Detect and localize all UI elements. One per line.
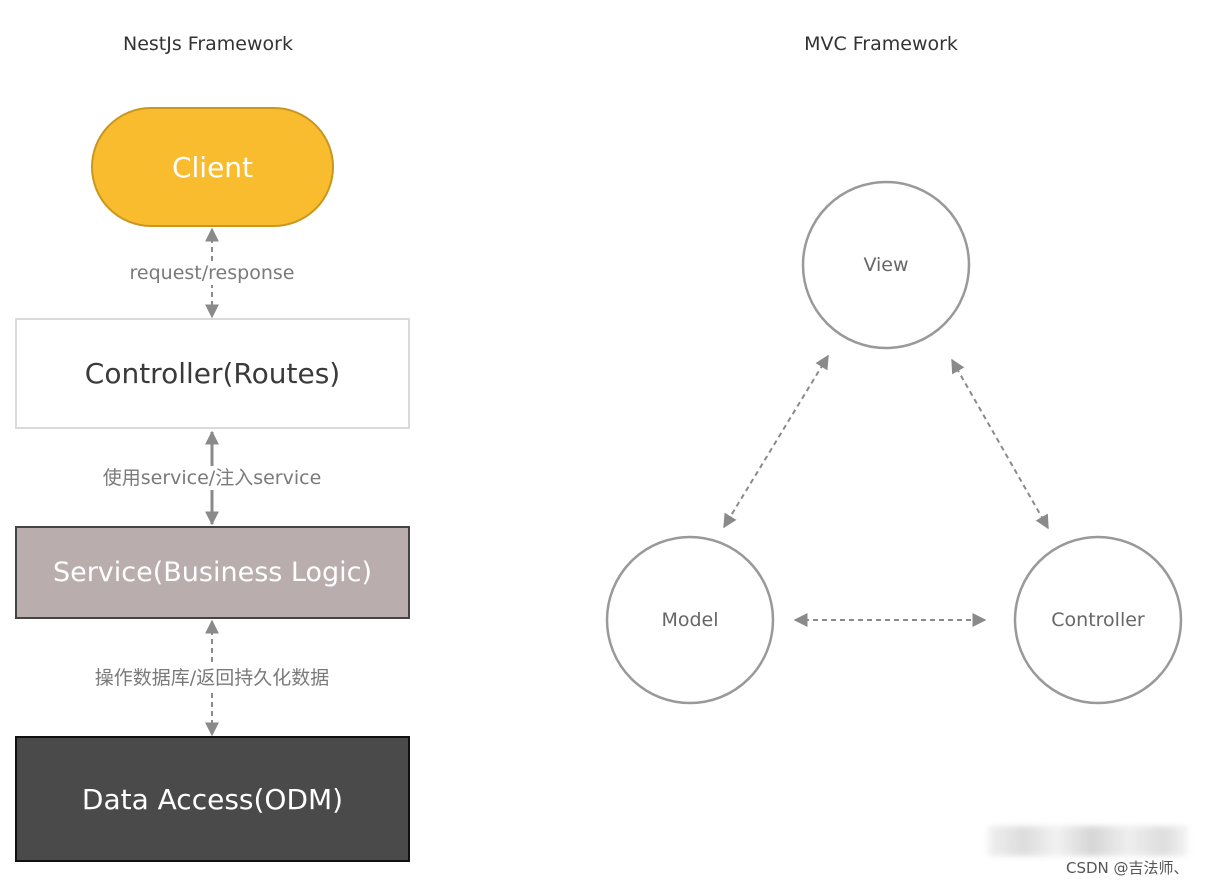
database-label: 操作数据库/返回持久化数据 — [12, 666, 412, 690]
model-label: Model — [661, 609, 719, 631]
view-controller-arrow — [951, 358, 1049, 530]
nestjs-framework-title: NestJs Framework — [123, 33, 293, 55]
controller-routes-node: Controller(Routes) — [15, 318, 410, 429]
data-access-node: Data Access(ODM) — [15, 736, 410, 862]
view-label: View — [863, 254, 909, 276]
service-node: Service(Business Logic) — [15, 526, 410, 619]
csdn-watermark: CSDN @吉法师、 — [1066, 859, 1189, 877]
controller-routes-label: Controller(Routes) — [84, 357, 341, 390]
data-access-label: Data Access(ODM) — [81, 782, 344, 816]
mvc-framework-title: MVC Framework — [804, 33, 958, 55]
model-circle — [605, 535, 775, 705]
blurred-watermark — [988, 826, 1188, 856]
controller-circle — [1013, 535, 1183, 705]
view-model-arrow — [723, 354, 829, 529]
controller-label: Controller — [1051, 609, 1145, 631]
view-circle — [801, 180, 971, 350]
request-response-label: request/response — [12, 261, 412, 285]
use-service-label: 使用service/注入service — [12, 466, 412, 490]
client-node: Client — [91, 107, 334, 227]
client-label: Client — [171, 150, 254, 184]
service-label: Service(Business Logic) — [52, 557, 373, 588]
